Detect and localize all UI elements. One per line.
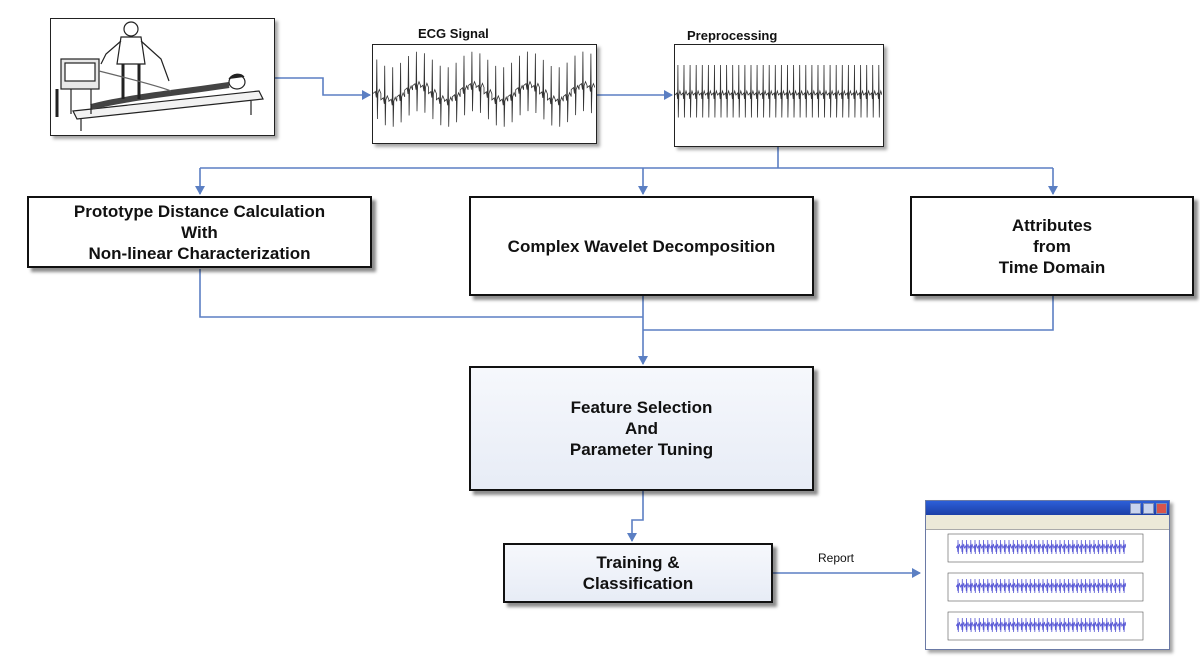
report-window-titlebar	[926, 501, 1169, 515]
ecg-report-window-icon	[925, 500, 1170, 650]
arrow-patient-to-ecg	[275, 77, 371, 100]
merge-from-attributes	[643, 295, 1054, 331]
ecg-signal-caption: ECG Signal	[418, 26, 489, 41]
waveform-trace	[956, 539, 1126, 555]
report-ecg-traces	[947, 533, 1144, 641]
patient-panel	[50, 18, 275, 136]
preprocessed-waveform	[674, 64, 883, 118]
merge-from-prototype	[199, 269, 643, 318]
waveform-trace	[956, 617, 1126, 633]
complex-wavelet-box: Complex Wavelet Decomposition	[469, 196, 814, 296]
waveform-trace	[956, 578, 1126, 594]
waveform-trace	[372, 51, 596, 127]
ecg-signal-panel	[372, 44, 597, 144]
feature-selection-box: Feature Selection And Parameter Tuning	[469, 366, 814, 491]
time-domain-attributes-box: Attributes from Time Domain	[910, 196, 1194, 296]
training-classification-box: Training & Classification	[503, 543, 773, 603]
arrow-feature-to-training	[627, 491, 644, 542]
report-label: Report	[818, 551, 855, 565]
preprocessing-panel	[674, 44, 884, 147]
preprocessing-caption: Preprocessing	[687, 28, 778, 43]
patient-ecg-illustration-icon	[55, 21, 264, 131]
prototype-distance-box: Prototype Distance Calculation With Non-…	[27, 196, 372, 268]
ecg-waveform	[372, 51, 596, 127]
waveform-trace	[674, 64, 883, 118]
